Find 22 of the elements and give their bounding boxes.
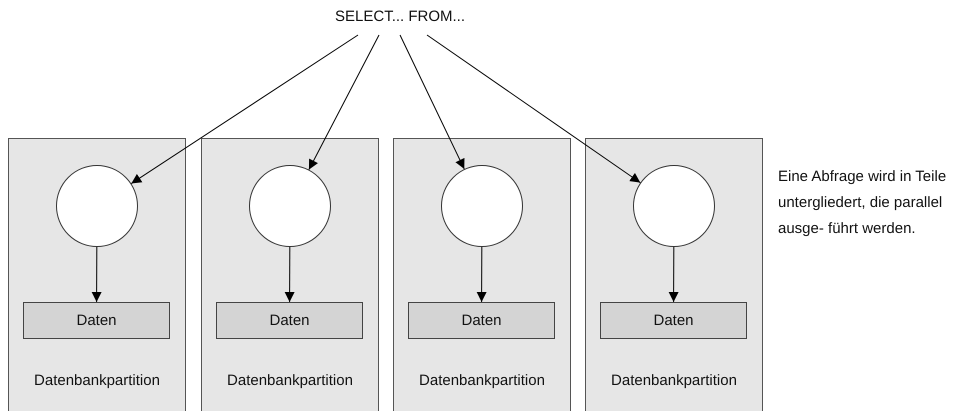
- arrow: [426, 34, 641, 184]
- partition-label: Datenbankpartition: [418, 372, 546, 389]
- arrow: [476, 246, 487, 302]
- arrow: [668, 246, 679, 302]
- note-text: Eine Abfrage wird in Teile untergliedert, die parallel ausge- führt werden.: [778, 167, 948, 239]
- partition-label: Datenbankpartition: [610, 372, 738, 389]
- partition-panel: [8, 138, 186, 411]
- arrow: [284, 246, 295, 302]
- partition-label: Datenbankpartition: [226, 372, 354, 389]
- partition-panel: [201, 138, 379, 411]
- partition-panel: [585, 138, 763, 411]
- arrow: [92, 246, 102, 302]
- arrow: [400, 34, 465, 170]
- query-text: SELECT... FROM...: [335, 8, 466, 35]
- arrow: [130, 34, 359, 184]
- data-box: Daten: [216, 302, 363, 339]
- partition-panel: [393, 138, 571, 411]
- data-box: Daten: [23, 302, 170, 339]
- data-box: Daten: [408, 302, 555, 339]
- partition-label: Datenbankpartition: [33, 372, 161, 389]
- data-box: Daten: [600, 302, 747, 339]
- arrow: [308, 34, 380, 170]
